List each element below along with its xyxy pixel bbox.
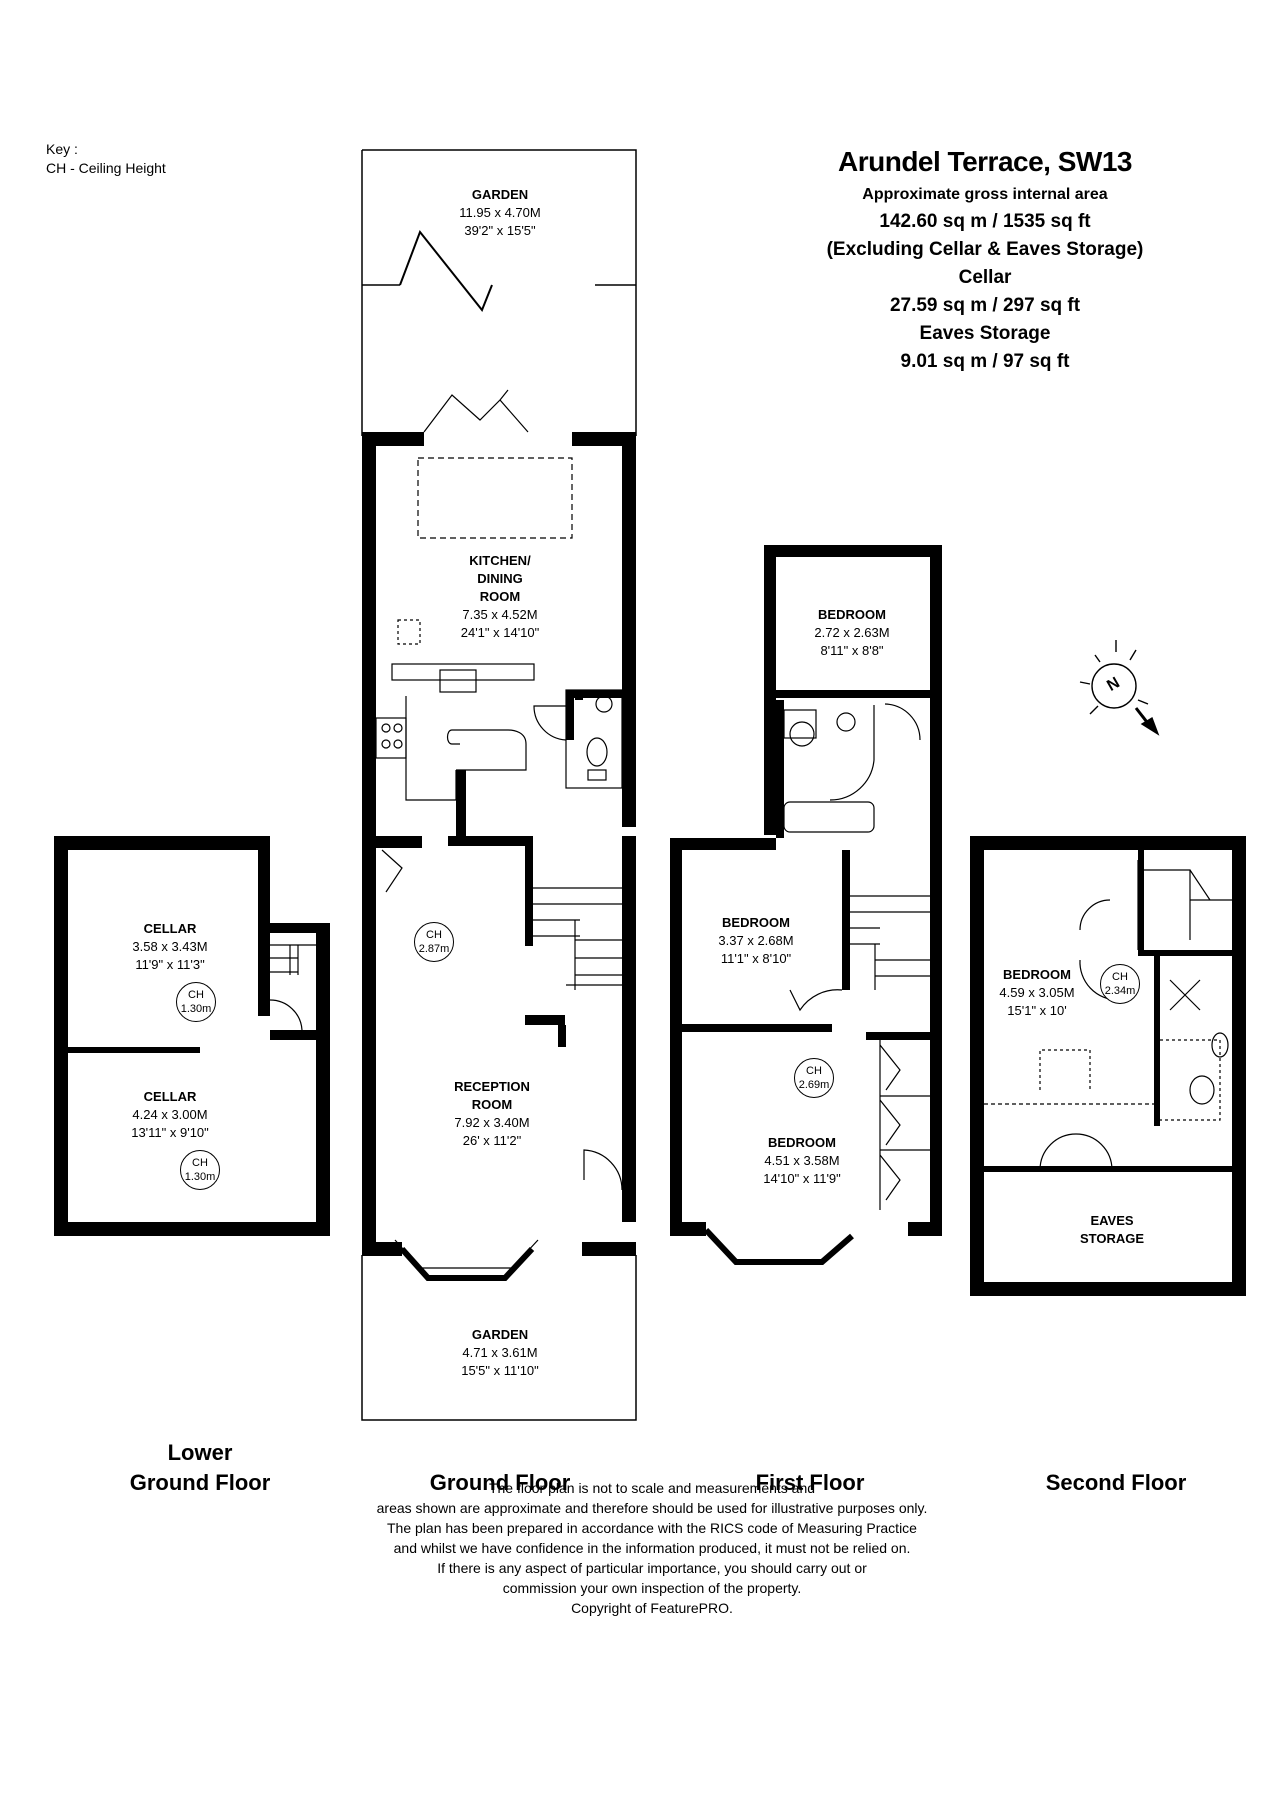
room-imperial: 26' x 11'2" <box>462 1133 522 1148</box>
ceiling-height-first: CH 2.69m <box>794 1058 834 1098</box>
reception-label: RECEPTION ROOM 7.92 x 3.40M 26' x 11'2" <box>422 1078 562 1150</box>
disclaimer-line: If there is any aspect of particular imp… <box>437 1560 867 1576</box>
key-ceiling-height: CH - Ceiling Height <box>46 160 166 176</box>
room-metric: 4.59 x 3.05M <box>999 985 1075 1000</box>
room-name: BEDROOM <box>722 915 790 930</box>
room-name: CELLAR <box>143 921 197 936</box>
bedroom-ff-rear-label: BEDROOM 2.72 x 2.63M 8'11" x 8'8" <box>792 606 912 660</box>
room-imperial: 11'9" x 11'3" <box>135 957 205 972</box>
eaves-label: Eaves Storage <box>919 323 1051 344</box>
floor-name-second: Second Floor <box>1045 1470 1187 1495</box>
bedroom-sf-label: BEDROOM 4.59 x 3.05M 15'1" x 10' <box>982 966 1092 1020</box>
cellar-area: 27.59 sq m / 297 sq ft <box>889 295 1081 316</box>
room-imperial: 13'11" x 9'10" <box>131 1125 209 1140</box>
room-imperial: 8'11" x 8'8" <box>820 643 884 658</box>
rear-garden-label: GARDEN 11.95 x 4.70M 39'2" x 15'5" <box>440 186 560 240</box>
floor-name-lower-ground: Lower Ground Floor <box>100 1438 300 1498</box>
room-imperial: 24'1" x 14'10" <box>460 625 540 640</box>
room-metric: 4.51 x 3.58M <box>764 1153 840 1168</box>
disclaimer-line: areas shown are approximate and therefor… <box>376 1500 928 1516</box>
room-metric: 3.58 x 3.43M <box>132 939 208 954</box>
ceiling-height-cellar2: CH 1.30m <box>180 1150 220 1190</box>
ceiling-height-cellar1: CH 1.30m <box>176 982 216 1022</box>
floor-name-ground: Ground Floor <box>429 1470 571 1495</box>
room-name: ROOM <box>479 589 521 604</box>
room-name: DINING <box>477 571 523 586</box>
room-name: BEDROOM <box>1003 967 1071 982</box>
property-header: Arundel Terrace, SW13 Approximate gross … <box>770 142 1200 376</box>
ch-label: CH <box>806 1065 822 1077</box>
room-imperial: 15'1" x 10' <box>1007 1003 1067 1018</box>
disclaimer-text: The floor plan is not to scale and measu… <box>300 1478 1004 1618</box>
front-garden-label: GARDEN 4.71 x 3.61M 15'5" x 11'10" <box>440 1326 560 1380</box>
property-title: Arundel Terrace, SW13 <box>838 146 1132 177</box>
disclaimer-line: and whilst we have confidence in the inf… <box>393 1540 911 1556</box>
room-name: BEDROOM <box>818 607 886 622</box>
key-title: Key : <box>46 141 78 157</box>
room-metric: 7.92 x 3.40M <box>454 1115 530 1130</box>
ceiling-height-ground: CH 2.87m <box>414 922 454 962</box>
room-name: GARDEN <box>471 187 529 202</box>
eaves-area: 9.01 sq m / 97 sq ft <box>900 351 1070 372</box>
floor-name-first: First Floor <box>755 1470 865 1495</box>
room-imperial: 39'2" x 15'5" <box>464 223 536 238</box>
eaves-storage-label: EAVES STORAGE <box>1052 1212 1172 1248</box>
room-name: EAVES <box>1090 1213 1134 1228</box>
room-name: RECEPTION <box>454 1079 530 1094</box>
room-metric: 11.95 x 4.70M <box>459 205 541 220</box>
lower-ground-walls <box>54 836 330 1236</box>
kitchen-label: KITCHEN/ DINING ROOM 7.35 x 4.52M 24'1" … <box>440 552 560 642</box>
room-name: STORAGE <box>1079 1231 1145 1246</box>
room-name: GARDEN <box>471 1327 529 1342</box>
rear-garden-outline <box>362 149 637 436</box>
first-floor-walls <box>670 545 942 1236</box>
area-main: 142.60 sq m / 1535 sq ft <box>879 211 1091 232</box>
room-metric: 4.24 x 3.00M <box>132 1107 208 1122</box>
room-imperial: 11'1" x 8'10" <box>720 951 792 966</box>
ch-label: CH <box>192 1157 208 1169</box>
disclaimer-line: Copyright of FeaturePRO. <box>571 1600 733 1616</box>
ch-value: 1.30m <box>180 1003 212 1015</box>
ch-label: CH <box>188 989 204 1001</box>
room-metric: 3.37 x 2.68M <box>718 933 794 948</box>
disclaimer-line: The floor plan is not to scale and measu… <box>488 1480 816 1496</box>
compass-icon <box>1079 640 1160 736</box>
room-metric: 2.72 x 2.63M <box>814 625 890 640</box>
front-garden-outline <box>361 1255 637 1421</box>
room-name: ROOM <box>471 1097 513 1112</box>
floor-name-line: Ground Floor <box>129 1470 271 1495</box>
disclaimer-line: The plan has been prepared in accordance… <box>387 1520 917 1536</box>
area-note: (Excluding Cellar & Eaves Storage) <box>826 239 1144 260</box>
second-floor-walls <box>970 836 1246 1296</box>
ch-value: 2.69m <box>798 1079 830 1091</box>
area-label: Approximate gross internal area <box>862 186 1108 203</box>
room-name: BEDROOM <box>768 1135 836 1150</box>
ch-value: 2.34m <box>1104 985 1136 997</box>
room-imperial: 14'10" x 11'9" <box>763 1171 841 1186</box>
disclaimer-line: commission your own inspection of the pr… <box>502 1580 802 1596</box>
room-metric: 4.71 x 3.61M <box>462 1345 538 1360</box>
room-name: CELLAR <box>143 1089 197 1104</box>
ch-value: 1.30m <box>184 1171 216 1183</box>
cellar1-label: CELLAR 3.58 x 3.43M 11'9" x 11'3" <box>110 920 230 974</box>
bedroom-ff-mid-label: BEDROOM 3.37 x 2.68M 11'1" x 8'10" <box>696 914 816 968</box>
room-imperial: 15'5" x 11'10" <box>461 1363 539 1378</box>
ch-value: 2.87m <box>418 943 450 955</box>
garden-path-zigzag <box>399 229 493 312</box>
floor-name-line: Lower <box>167 1440 233 1465</box>
cellar2-label: CELLAR 4.24 x 3.00M 13'11" x 9'10" <box>110 1088 230 1142</box>
ceiling-height-second: CH 2.34m <box>1100 964 1140 1004</box>
room-name: KITCHEN/ <box>469 553 531 568</box>
ch-label: CH <box>1112 971 1128 983</box>
cellar-label: Cellar <box>958 267 1012 288</box>
ground-floor-walls <box>362 432 636 1256</box>
ch-label: CH <box>426 929 442 941</box>
room-metric: 7.35 x 4.52M <box>462 607 538 622</box>
bedroom-ff-front-label: BEDROOM 4.51 x 3.58M 14'10" x 11'9" <box>742 1134 862 1188</box>
key-legend: Key : CH - Ceiling Height <box>46 140 166 178</box>
